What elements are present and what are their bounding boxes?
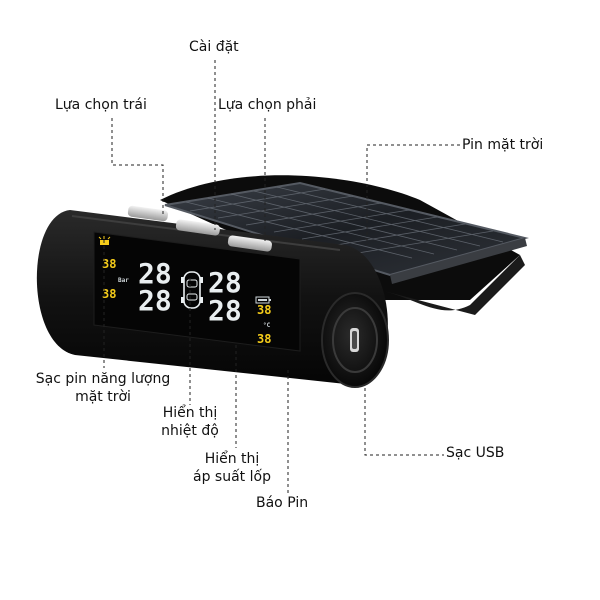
lcd-front-right-pressure: 28 <box>208 266 242 299</box>
callout-leader-lines <box>103 60 460 495</box>
label-select-right: Lựa chọn phải <box>218 97 317 113</box>
lcd-left-temp-bottom: 38 <box>102 287 116 301</box>
stand-edge <box>380 255 525 315</box>
lcd-left-temp-top: 38 <box>102 257 116 271</box>
battery-icon <box>255 296 271 304</box>
lcd-right-temp-top: 38 <box>257 303 271 317</box>
leader-solar-panel <box>366 144 460 245</box>
label-battery-alert: Báo Pin <box>256 495 309 511</box>
lcd-rear-left-pressure: 28 <box>138 284 172 317</box>
label-solar-panel: Pin mặt trời <box>462 137 544 153</box>
label-pressure-display-line2: áp suất lốp <box>193 469 271 485</box>
settings-button <box>175 219 220 236</box>
label-temp-display: Hiển thị nhiệt độ <box>150 404 230 440</box>
end-cap <box>321 292 389 388</box>
lcd-right-temp-bottom: 38 <box>257 332 271 346</box>
label-settings: Cài đặt <box>189 39 239 55</box>
left-select-button <box>127 205 168 222</box>
top-buttons <box>127 205 272 252</box>
label-pressure-display-line1: Hiển thị <box>204 451 260 467</box>
label-usb-charging: Sạc USB <box>446 445 505 461</box>
lcd-front-left-pressure: 28 <box>138 257 172 290</box>
label-temp-display-line1: Hiển thị <box>162 405 218 421</box>
car-icon <box>181 271 203 309</box>
lcd-readouts: 38 38 Bar 28 28 28 28 38 38 °C <box>102 257 271 346</box>
label-solar-charging: Sạc pin năng lượng mặt trời <box>28 370 178 406</box>
label-solar-charging-line1: Sạc pin năng lượng <box>35 371 171 387</box>
lcd-rear-right-pressure: 28 <box>208 294 242 327</box>
lcd-screen <box>93 231 301 352</box>
right-select-button <box>227 235 272 252</box>
lcd-unit-bar: Bar <box>118 277 129 284</box>
label-temp-display-line2: nhiệt độ <box>161 423 219 439</box>
lcd-unit-celsius: °C <box>263 322 271 329</box>
label-pressure-display: Hiển thị áp suất lốp <box>182 450 282 486</box>
leader-usb-charging <box>364 388 444 456</box>
label-solar-charging-line2: mặt trời <box>75 389 131 405</box>
label-select-left: Lựa chọn trái <box>55 97 147 113</box>
solar-panel-surface <box>164 181 529 284</box>
leader-select-left <box>111 118 164 216</box>
